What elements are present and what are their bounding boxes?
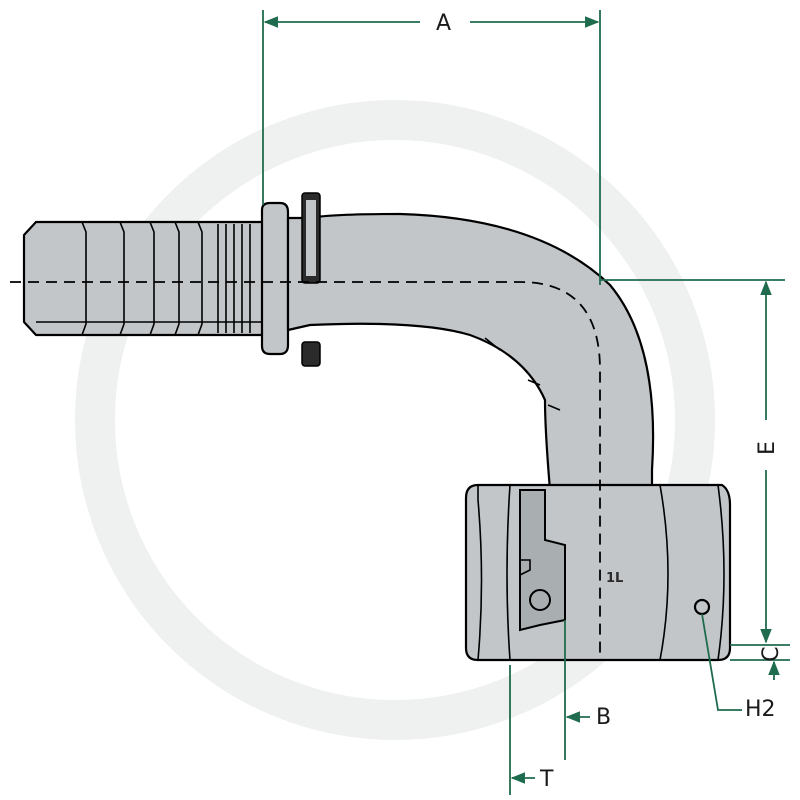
drill-hole: [693, 598, 711, 616]
dimensions: [262, 10, 790, 795]
label-e: E: [755, 441, 780, 455]
hex-nut-edges: [477, 484, 725, 661]
o-ring: [529, 589, 551, 611]
nut-marking: 1L: [606, 571, 623, 586]
label-a: A: [436, 11, 451, 36]
hose-tail: [22, 220, 272, 337]
centerlines: [10, 281, 601, 660]
sealing-washer-lower: [301, 341, 321, 367]
elbow-tube: [286, 212, 655, 492]
label-h2: H2: [745, 697, 776, 722]
label-t: T: [539, 767, 554, 792]
label-c: C: [759, 646, 784, 661]
tail-serrations: [36, 221, 270, 336]
label-b: B: [596, 705, 611, 730]
fitting-body: 1L: [22, 192, 732, 662]
collar: [260, 201, 290, 356]
watermark-logo: [75, 100, 715, 740]
hex-nut: [464, 483, 732, 662]
